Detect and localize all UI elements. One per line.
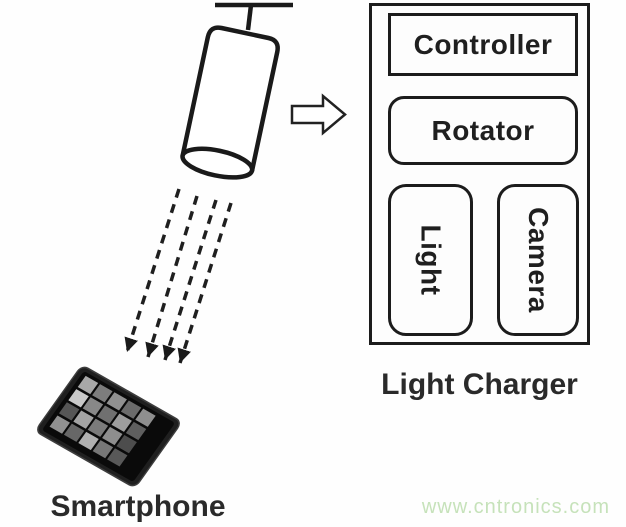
right-arrow-icon [290,93,347,136]
light-box: Light [388,184,473,336]
camera-label: Camera [523,207,555,313]
light-beams-icon [124,188,233,364]
controller-label: Controller [413,28,553,60]
phone-tiles [49,375,156,467]
light-label: Light [415,224,447,296]
smartphone-caption: Smartphone [50,490,226,523]
controller-box: Controller [388,13,578,76]
light-charger-box: Controller Rotator Light Camera [369,3,590,345]
camera-box: Camera [497,184,579,336]
ceiling-mount-icon [215,2,293,31]
rotator-label: Rotator [431,114,535,146]
watermark-text: www.cntronics.com [421,496,610,518]
light-charger-caption: Light Charger [381,368,578,401]
smartphone-image [37,366,180,487]
rotator-box: Rotator [388,96,578,165]
lamp-cylinder-icon [180,25,280,180]
